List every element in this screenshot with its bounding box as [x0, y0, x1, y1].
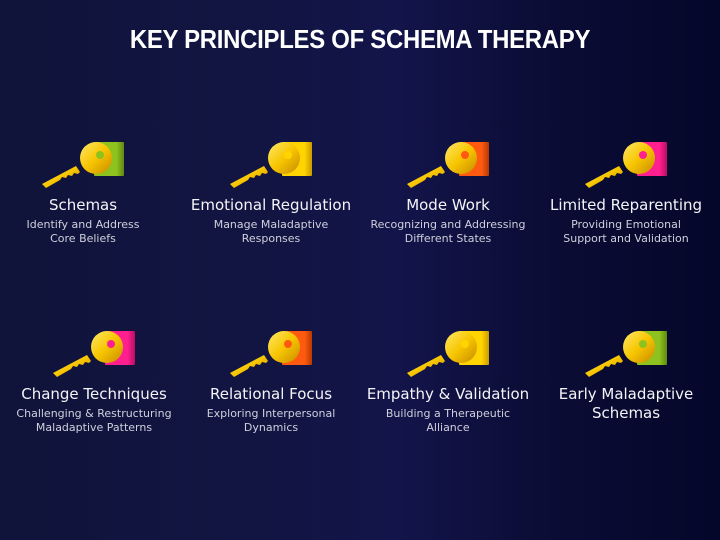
principle-card-mode-work: Mode Work Recognizing and Addressing Dif…	[358, 138, 538, 246]
description-line: Building a Therapeutic	[385, 407, 511, 420]
principle-title: Emotional Regulation	[190, 196, 352, 214]
slide-title: KEY PRINCIPLES OF SCHEMA THERAPY	[129, 24, 591, 54]
principle-card-schemas: Schemas Identify and Address Core Belief…	[0, 138, 173, 246]
principle-description: Challenging & Restructuring Maladaptive …	[4, 407, 184, 435]
key-icon	[230, 331, 300, 377]
key-tag-graphic	[403, 138, 493, 190]
principle-title: Change Techniques	[21, 385, 167, 403]
principle-description: Manage Maladaptive Responses	[181, 218, 361, 246]
description-line: Dynamics	[243, 421, 299, 434]
principle-title: Early Maladaptive Schemas	[536, 385, 716, 423]
description-line: Support and Validation	[563, 232, 689, 245]
key-icon	[230, 142, 300, 188]
principle-card-empathy-validation: Empathy & Validation Building a Therapeu…	[358, 327, 538, 435]
principle-description: Recognizing and Addressing Different Sta…	[358, 218, 538, 246]
key-tag-graphic	[226, 138, 316, 190]
principle-card-emotional-regulation: Emotional Regulation Manage Maladaptive …	[181, 138, 361, 246]
description-line: Recognizing and Addressing	[370, 218, 526, 231]
description-line: Different States	[404, 232, 492, 245]
principle-title: Relational Focus	[209, 385, 333, 403]
key-icon	[53, 331, 123, 377]
key-tag-graphic	[581, 327, 671, 379]
description-line: Identify and Address	[26, 218, 140, 231]
key-tag-graphic	[581, 138, 671, 190]
key-icon	[407, 331, 477, 377]
principle-title: Mode Work	[406, 196, 490, 214]
key-tag-graphic	[38, 138, 128, 190]
principle-card-early-maladaptive-schemas: Early Maladaptive Schemas	[536, 327, 716, 423]
key-tag-graphic	[226, 327, 316, 379]
description-line: Providing Emotional	[571, 218, 681, 231]
key-tag-graphic	[403, 327, 493, 379]
principle-description: Building a Therapeutic Alliance	[358, 407, 538, 435]
principle-title: Empathy & Validation	[366, 385, 530, 403]
description-line: Manage Maladaptive	[213, 218, 329, 231]
description-line: Alliance	[426, 421, 470, 434]
principle-title: Limited Reparenting	[549, 196, 703, 214]
description-line: Maladaptive Patterns	[35, 421, 153, 434]
description-line: Responses	[241, 232, 301, 245]
key-icon	[585, 331, 655, 377]
key-icon	[407, 142, 477, 188]
key-icon	[42, 142, 112, 188]
principle-description: Providing Emotional Support and Validati…	[536, 218, 716, 246]
description-line: Core Beliefs	[50, 232, 116, 245]
principle-card-change-techniques: Change Techniques Challenging & Restruct…	[4, 327, 184, 435]
key-icon	[585, 142, 655, 188]
principle-card-relational-focus: Relational Focus Exploring Interpersonal…	[181, 327, 361, 435]
principle-card-limited-reparenting: Limited Reparenting Providing Emotional …	[536, 138, 716, 246]
title-line: Schemas	[591, 404, 661, 422]
key-tag-graphic	[49, 327, 139, 379]
title-line: Early Maladaptive	[558, 385, 694, 403]
principle-description: Identify and Address Core Beliefs	[0, 218, 173, 246]
description-line: Exploring Interpersonal	[206, 407, 336, 420]
description-line: Challenging & Restructuring	[16, 407, 172, 420]
principle-title: Schemas	[48, 196, 118, 214]
principle-description: Exploring Interpersonal Dynamics	[181, 407, 361, 435]
